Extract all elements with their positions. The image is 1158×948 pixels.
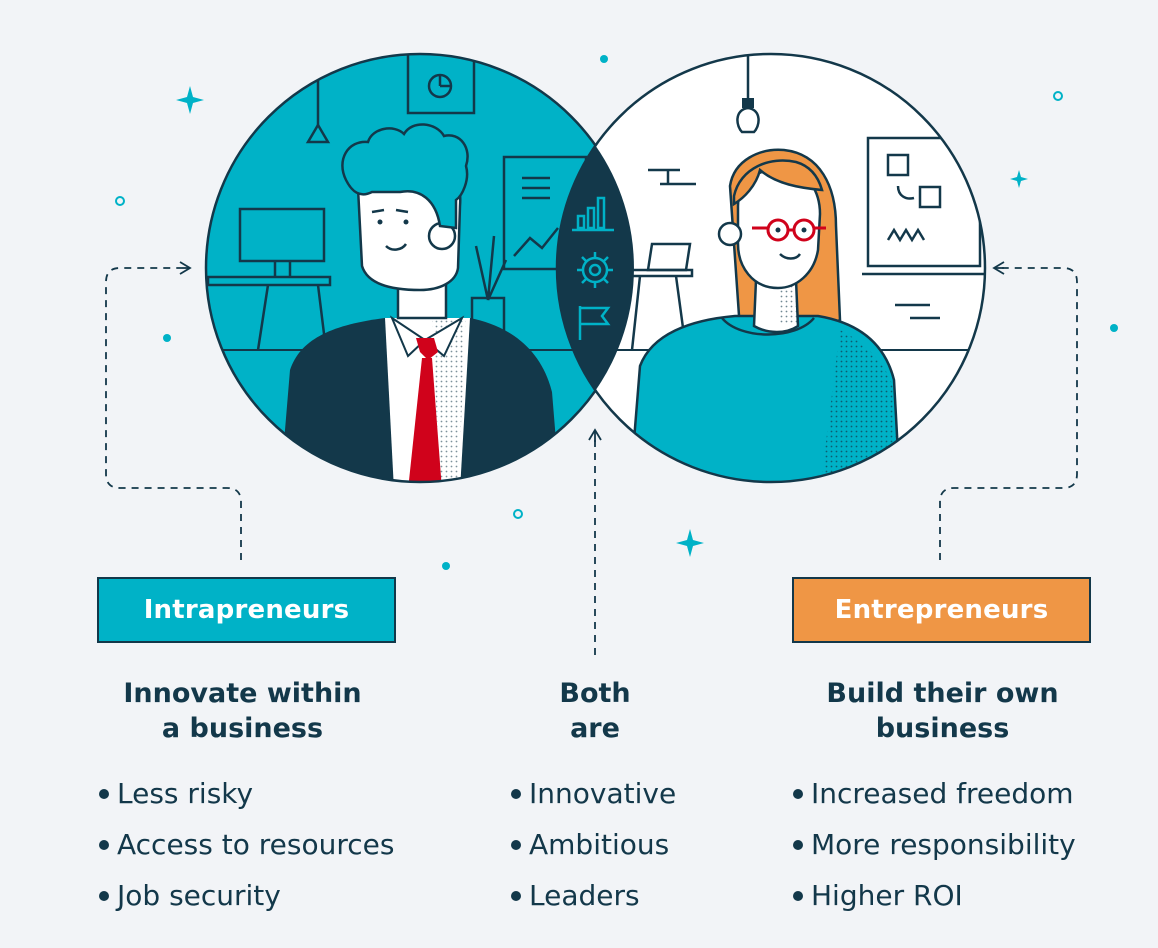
bullet-icon	[793, 839, 803, 850]
list-item: Ambitious	[511, 819, 676, 870]
sparkle-icon	[176, 86, 1028, 557]
heading-line: Build their own	[826, 678, 1059, 709]
bullet-icon	[511, 890, 521, 901]
both-heading: Both are	[525, 676, 665, 746]
list-item-text: Leaders	[529, 879, 640, 912]
venn-intersection	[557, 145, 634, 391]
list-item-text: More responsibility	[811, 828, 1076, 861]
entrepreneurs-label-text: Entrepreneurs	[834, 595, 1049, 625]
list-item-text: Ambitious	[529, 828, 670, 861]
flag-icon	[578, 306, 611, 340]
bar-chart-icon	[572, 196, 614, 232]
list-item: More responsibility	[793, 819, 1076, 870]
bullet-icon	[511, 839, 521, 850]
bullet-icon	[793, 788, 803, 799]
entrepreneur-circle	[557, 54, 985, 482]
heading-line: Both	[559, 678, 631, 709]
list-item: Access to resources	[99, 819, 394, 870]
list-item-text: Higher ROI	[811, 879, 963, 912]
list-item-text: Less risky	[117, 777, 254, 810]
list-item: Higher ROI	[793, 870, 1076, 921]
both-list: Innovative Ambitious Leaders	[511, 768, 676, 921]
gear-icon	[577, 252, 613, 288]
bullet-icon	[793, 890, 803, 901]
intrapreneurs-list: Less risky Access to resources Job secur…	[99, 768, 394, 921]
bullet-icon	[99, 890, 109, 901]
bullet-icon	[99, 839, 109, 850]
list-item: Innovative	[511, 768, 676, 819]
heading-line: are	[570, 713, 620, 744]
entrepreneurs-label: Entrepreneurs	[792, 577, 1091, 643]
list-item: Less risky	[99, 768, 394, 819]
heading-line: business	[875, 713, 1010, 744]
list-item: Leaders	[511, 870, 676, 921]
list-item-text: Innovative	[529, 777, 677, 810]
entrepreneurs-heading: Build their own business	[790, 676, 1095, 746]
list-item-text: Access to resources	[117, 828, 395, 861]
heading-line: Innovate within	[123, 678, 362, 709]
list-item-text: Increased freedom	[811, 777, 1074, 810]
decorative-dots	[163, 55, 1118, 570]
bullet-icon	[99, 788, 109, 799]
entrepreneurs-list: Increased freedom More responsibility Hi…	[793, 768, 1076, 921]
bullet-icon	[511, 788, 521, 799]
arrow-heads	[179, 261, 1005, 442]
list-item: Increased freedom	[793, 768, 1076, 819]
intrapreneurs-label: Intrapreneurs	[97, 577, 396, 643]
intrapreneurs-heading: Innovate within a business	[90, 676, 395, 746]
decorative-rings	[115, 91, 1063, 519]
connector-lines	[105, 267, 1078, 660]
heading-line: a business	[161, 713, 324, 744]
intrapreneurs-label-text: Intrapreneurs	[143, 595, 350, 625]
list-item: Job security	[99, 870, 394, 921]
list-item-text: Job security	[117, 879, 281, 912]
